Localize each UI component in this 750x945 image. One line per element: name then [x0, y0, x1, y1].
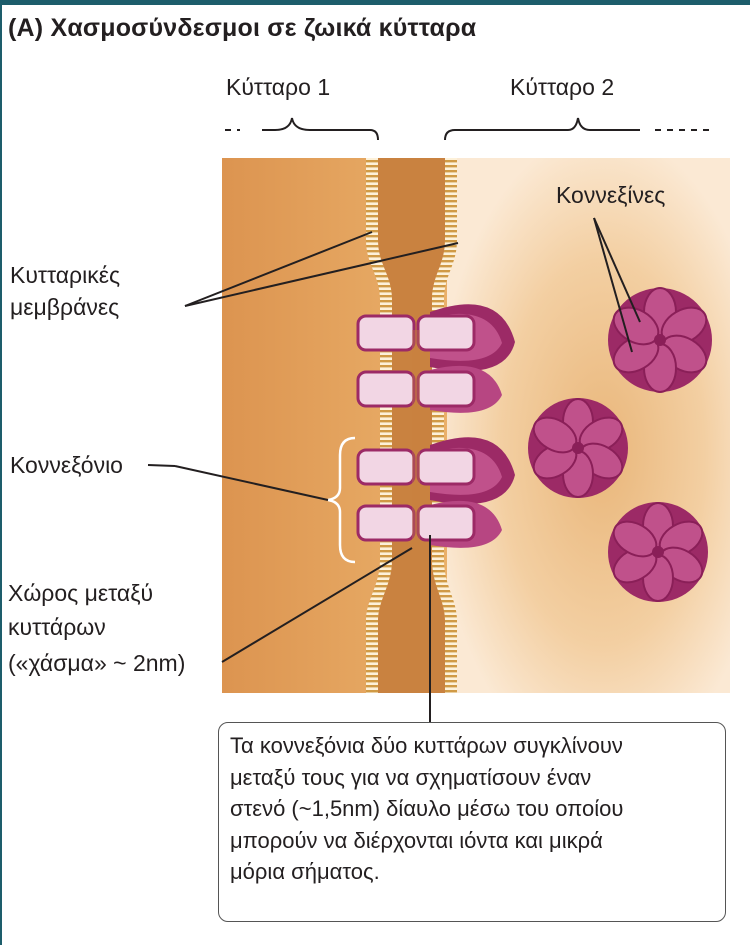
callout-text: Τα κοννεξόνια δύο κυττάρων συγκλίνουν με… — [230, 730, 725, 888]
label-space-line1: Χώρος μεταξύ — [8, 578, 153, 608]
label-space-line2: κυττάρων — [8, 612, 106, 642]
label-membranes-line2: μεμβράνες — [10, 292, 119, 322]
callout-line-2: μεταξύ τους για να σχηματίσουν έναν — [230, 762, 725, 794]
callout-line-3: στενό (~1,5nm) δίαυλο μέσω του οποίου — [230, 793, 725, 825]
label-cell-2: Κύτταρο 2 — [510, 72, 614, 102]
cell-brackets — [225, 118, 710, 140]
callout-line-5: μόρια σήματος. — [230, 856, 725, 888]
connexon-flower-2 — [528, 398, 629, 498]
callout-line-4: μπορούν να διέρχονται ιόντα και μικρά — [230, 825, 725, 857]
label-connexon: Κοννεξόνιο — [10, 450, 123, 480]
label-cell-1: Κύτταρο 1 — [226, 72, 330, 102]
label-space-line3: («χάσμα» ~ 2nm) — [8, 648, 185, 678]
connexon-flower-3 — [608, 502, 709, 602]
label-membranes-line1: Κυτταρικές — [10, 260, 120, 290]
label-connexins: Κοννεξίνες — [556, 180, 665, 210]
channel-pore — [412, 330, 420, 540]
callout-line-1: Τα κοννεξόνια δύο κυττάρων συγκλίνουν — [230, 730, 725, 762]
connexon-pair-2 — [358, 366, 502, 413]
connexon-flower-1 — [607, 288, 713, 392]
